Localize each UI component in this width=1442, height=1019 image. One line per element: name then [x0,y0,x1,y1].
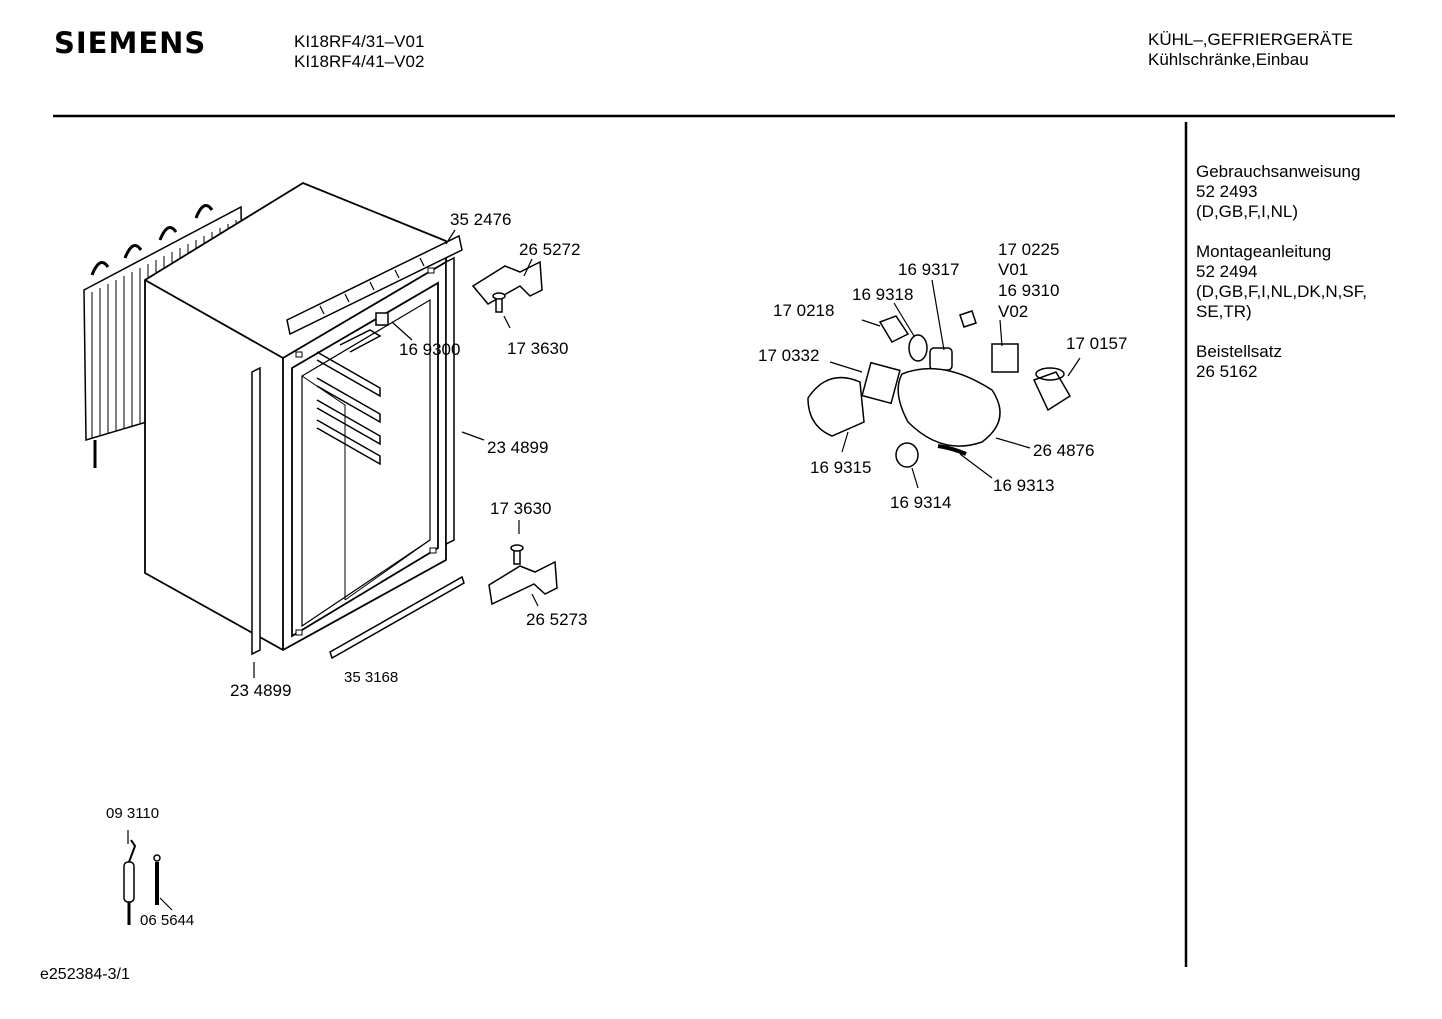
variant-v02: V02 [998,302,1029,321]
part-170157: 17 0157 [1066,334,1128,353]
part-353168: 35 3168 [344,669,399,686]
brand-logo: SIEMENS [54,26,207,60]
part-065644: 06 5644 [140,912,195,929]
part-169318: 16 9318 [852,285,914,304]
sidebar-beistell-number: 26 5162 [1196,362,1258,381]
thermostat-sensor [123,839,161,925]
part-169300: 16 9300 [399,340,461,359]
sidebar-gebrauch-title: Gebrauchsanweisung [1196,162,1361,181]
part-169315: 16 9315 [810,458,872,477]
part-169314: 16 9314 [890,493,952,512]
door-seal-strips [251,256,465,660]
lower-hinge [488,544,558,606]
part-169317: 16 9317 [898,260,960,279]
part-173630-bottom: 17 3630 [490,499,552,518]
sidebar-montage-langs-1: (D,GB,F,I,NL,DK,N,SF, [1196,282,1367,301]
part-265273: 26 5273 [526,610,588,629]
light-assembly [807,310,1072,468]
sidebar-gebrauch-number: 52 2493 [1196,182,1258,201]
model-line-1: KI18RF4/31–V01 [294,32,425,51]
part-093110: 09 3110 [106,805,160,822]
sidebar-gebrauch-langs: (D,GB,F,I,NL) [1196,202,1299,221]
model-line-2: KI18RF4/41–V02 [294,52,425,71]
upper-hinge [471,260,543,313]
top-hinge-bracket [286,234,463,336]
drawing-code: e252384-3/1 [40,966,130,983]
part-173630-top: 17 3630 [507,339,569,358]
part-234899-right: 23 4899 [487,438,549,457]
part-234899-left: 23 4899 [230,681,292,700]
sidebar-beistell-title: Beistellsatz [1196,342,1282,361]
part-170225: 17 0225 [998,240,1060,259]
sidebar-montage-langs-2: SE,TR) [1196,302,1252,321]
leader-lines [127,229,1081,911]
sidebar-montage-title: Montageanleitung [1196,242,1332,261]
part-169313: 16 9313 [993,476,1055,495]
part-170218: 17 0218 [773,301,835,320]
category-subtitle: Kühlschränke,Einbau [1148,50,1309,69]
light-switch-part [375,312,389,326]
part-264876: 26 4876 [1033,441,1095,460]
part-169310: 16 9310 [998,281,1060,300]
part-170332: 17 0332 [758,346,820,365]
part-352476: 35 2476 [450,210,512,229]
category-title: KÜHL–,GEFRIERGERÄTE [1148,30,1353,49]
cabinet-body [144,181,447,652]
variant-v01: V01 [998,260,1029,279]
part-265272: 26 5272 [519,240,581,259]
sidebar-montage-number: 52 2494 [1196,262,1258,281]
